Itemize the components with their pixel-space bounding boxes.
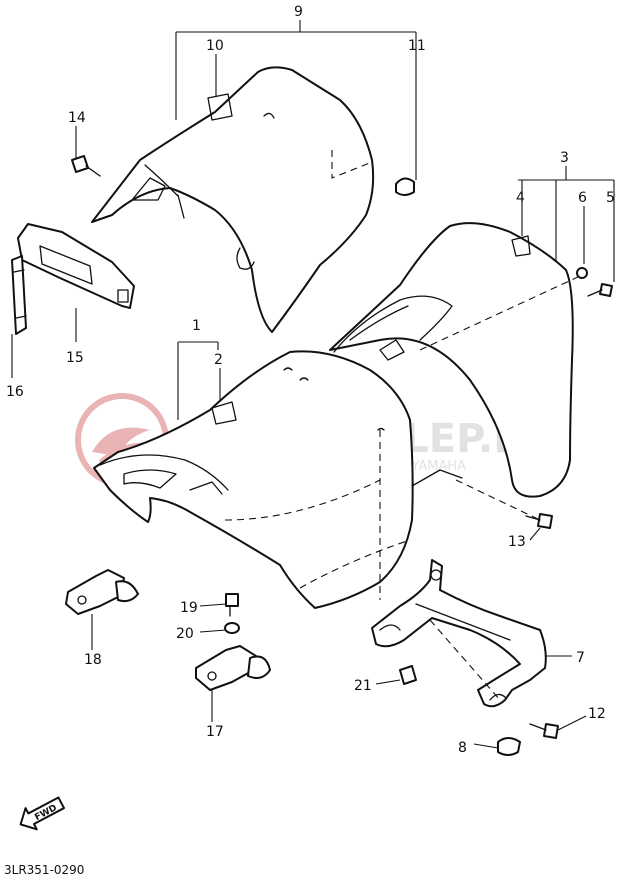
callout-12: 12 [588,706,606,722]
callout-6: 6 [578,190,587,206]
callout-14: 14 [68,110,86,126]
callout-2: 2 [214,352,223,368]
part-18-hook [65,569,139,615]
part-12-bolt [529,723,559,739]
callout-5: 5 [606,190,615,206]
part-20-washer [224,622,240,634]
part-13-bolt [525,513,553,529]
callout-9: 9 [294,4,303,20]
callout-4: 4 [516,190,525,206]
part-17-hook [195,645,271,691]
callout-10: 10 [206,38,224,54]
callout-8: 8 [458,740,467,756]
part-14-bolt [71,155,101,177]
callout-1: 1 [192,318,201,334]
part-7-seat-bracket [371,559,547,708]
callout-13: 13 [508,534,526,550]
part-1-main-seat [93,350,463,609]
part-8-grommet [497,737,521,756]
callout-11: 11 [408,38,426,54]
part-11-damper [395,177,415,196]
callout-3: 3 [560,150,569,166]
diagram-code: 3LR351-0290 [4,863,84,877]
part-9-rear-seat [91,66,375,333]
fwd-arrow-icon: FWD [19,796,66,831]
leader-lines [11,20,615,749]
callout-17: 17 [206,724,224,740]
part-15-strap-bracket [17,223,135,309]
part-3-tail-cover [329,222,588,498]
part-21-nut [399,665,417,685]
part-19-bolt [225,593,239,617]
callout-15: 15 [66,350,84,366]
callout-20: 20 [176,626,194,642]
callout-18: 18 [84,652,102,668]
callout-7: 7 [576,650,585,666]
callout-19: 19 [180,600,198,616]
part-16-strap [11,255,27,335]
part-5-bolt [587,283,613,297]
callout-21: 21 [354,678,372,694]
callouts: 1 2 3 4 5 6 7 8 9 10 11 12 13 14 15 16 1… [6,4,615,756]
callout-16: 16 [6,384,24,400]
